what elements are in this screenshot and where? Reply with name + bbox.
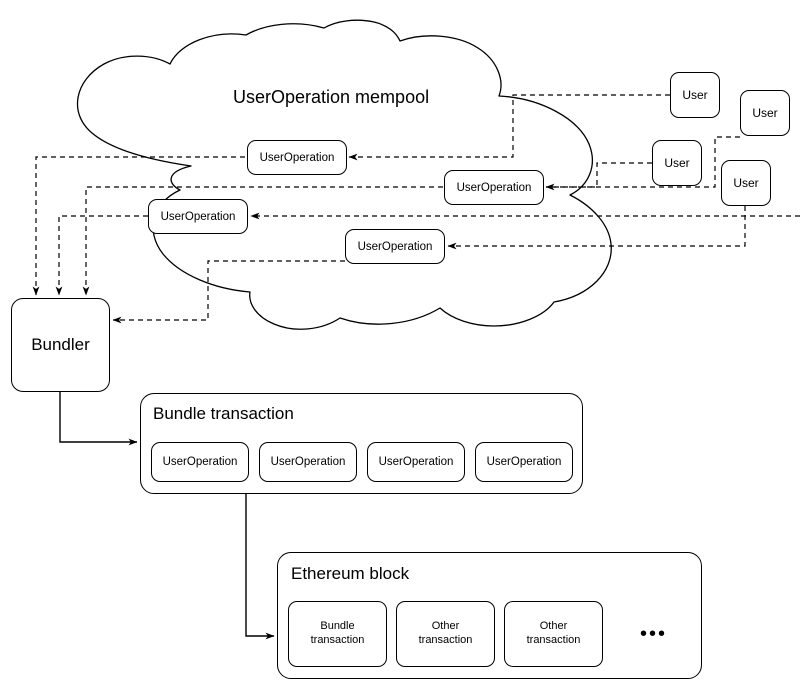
user-box-2-label: User: [752, 106, 778, 120]
edge-userop4-to-bundler: [112, 260, 345, 324]
bundle-userop-2[interactable]: UserOperation: [259, 442, 357, 482]
bundle-transaction-title: Bundle transaction: [153, 404, 294, 423]
mempool-userop-2[interactable]: UserOperation: [444, 170, 544, 205]
bundle-userop-2-label: UserOperation: [270, 456, 346, 468]
user-box-3-label: User: [664, 156, 690, 170]
bundle-userop-4[interactable]: UserOperation: [475, 442, 573, 482]
edge-user3-to-userop2: [546, 162, 652, 188]
block-transaction-3-line1: Other: [539, 620, 568, 633]
bundle-transaction-container[interactable]: Bundle transaction UserOperation UserOpe…: [140, 393, 583, 494]
bundler-node[interactable]: Bundler: [11, 298, 110, 392]
mempool-userop-4[interactable]: UserOperation: [345, 229, 445, 264]
bundle-userop-4-label: UserOperation: [486, 456, 562, 468]
block-transaction-2-line1: Other: [431, 620, 460, 633]
edge-userop3-to-bundler: [55, 215, 148, 296]
block-transaction-1[interactable]: Bundle transaction: [288, 601, 387, 667]
edge-user4-to-userop4: [447, 206, 746, 250]
ethereum-block-container[interactable]: Ethereum block Bundle transaction Other …: [277, 552, 702, 679]
user-box-3[interactable]: User: [652, 140, 702, 186]
user-box-1[interactable]: User: [670, 72, 720, 118]
ethereum-block-title: Ethereum block: [291, 564, 410, 583]
bundler-label: Bundler: [31, 335, 90, 354]
block-transaction-3[interactable]: Other transaction: [504, 601, 603, 667]
bundle-userop-3[interactable]: UserOperation: [367, 442, 465, 482]
bundle-userop-1[interactable]: UserOperation: [151, 442, 249, 482]
mempool-userop-3[interactable]: UserOperation: [148, 199, 248, 234]
bundle-userop-3-label: UserOperation: [378, 456, 454, 468]
user-box-1-label: User: [682, 88, 708, 102]
edge-bundle-transaction-to-block: [245, 494, 275, 640]
block-transaction-1-line1: Bundle: [320, 620, 355, 633]
edge-user2-to-userop2: [545, 136, 740, 191]
block-transaction-2-line2: transaction: [418, 634, 473, 646]
block-transaction-1-line2: transaction: [310, 634, 365, 646]
user-box-4-label: User: [733, 176, 759, 190]
mempool-title: UserOperation mempool: [233, 87, 430, 107]
mempool-userop-1-label: UserOperation: [259, 151, 335, 164]
block-transactions-ellipsis: •••: [640, 623, 668, 645]
block-transaction-2[interactable]: Other transaction: [396, 601, 495, 667]
bundle-userop-1-label: UserOperation: [162, 456, 238, 468]
mempool-userop-1[interactable]: UserOperation: [247, 140, 347, 175]
edge-bundler-to-bundle-transaction: [59, 392, 138, 446]
mempool-userop-4-label: UserOperation: [357, 240, 433, 253]
user-box-2[interactable]: User: [740, 90, 790, 136]
mempool-userop-3-label: UserOperation: [160, 210, 236, 223]
mempool-userop-2-label: UserOperation: [456, 181, 532, 194]
block-transaction-3-line2: transaction: [526, 634, 581, 646]
user-box-4[interactable]: User: [721, 160, 771, 206]
